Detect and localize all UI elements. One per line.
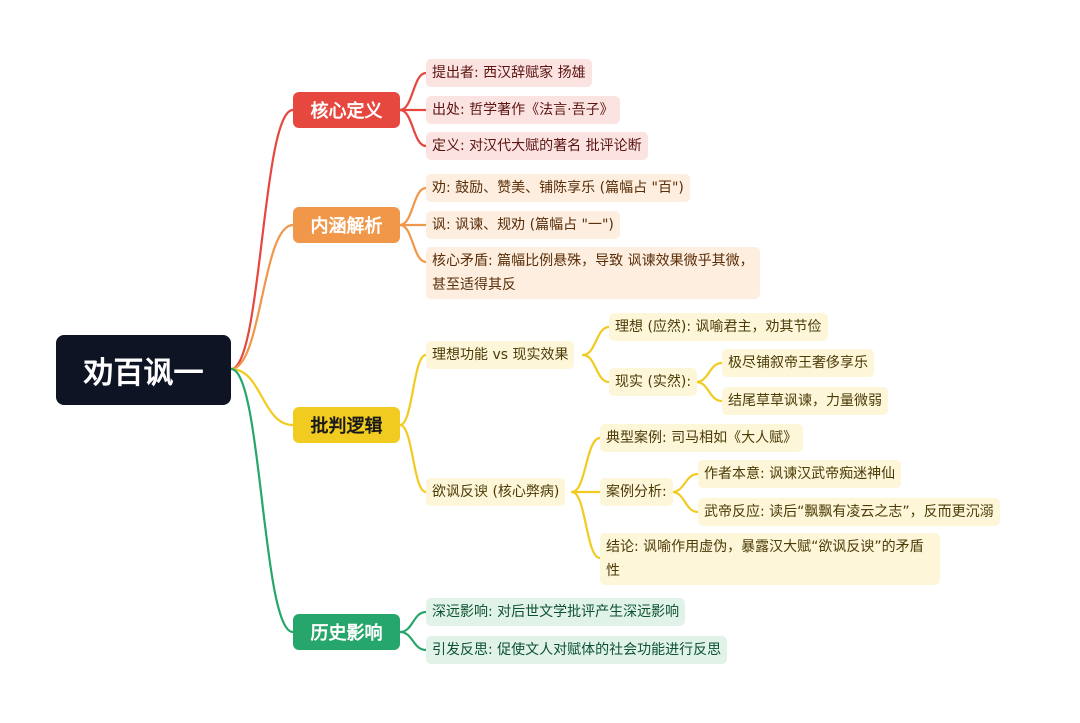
leaf-core-contradiction[interactable]: 核心矛盾: 篇幅比例悬殊，导致 讽谏效果微乎其微，甚至适得其反 [426, 247, 760, 299]
branch-meaning[interactable]: 内涵解析 [293, 207, 400, 243]
leaf-far-reaching-influence[interactable]: 深远影响: 对后世文学批评产生深远影响 [426, 598, 686, 626]
branch-critique[interactable]: 批判逻辑 [293, 407, 400, 443]
leaf-author-intent[interactable]: 作者本意: 讽谏汉武帝痴迷神仙 [698, 460, 902, 488]
leaf-definition[interactable]: 定义: 对汉代大赋的著名 批评论断 [426, 132, 648, 160]
leaf-ideal[interactable]: 理想 (应然): 讽喻君主，劝其节俭 [609, 313, 828, 341]
leaf-reality[interactable]: 现实 (实然): [609, 368, 698, 396]
leaf-counter-effect[interactable]: 欲讽反谀 (核心弊病) [426, 478, 566, 506]
leaf-ideal-vs-reality[interactable]: 理想功能 vs 现实效果 [426, 341, 575, 369]
root-node[interactable]: 劝百讽一 [56, 335, 231, 405]
leaf-source[interactable]: 出处: 哲学著作《法言·吾子》 [426, 96, 620, 124]
leaf-reflection[interactable]: 引发反思: 促使文人对赋体的社会功能进行反思 [426, 636, 728, 664]
leaf-case-analysis[interactable]: 案例分析: [600, 478, 673, 506]
leaf-reality-luxury[interactable]: 极尽铺叙帝王奢侈享乐 [722, 349, 874, 377]
leaf-conclusion[interactable]: 结论: 讽喻作用虚伪，暴露汉大赋“欲讽反谀”的矛盾性 [600, 533, 940, 585]
branch-core-definition[interactable]: 核心定义 [293, 92, 400, 128]
leaf-proposer[interactable]: 提出者: 西汉辞赋家 扬雄 [426, 59, 592, 87]
leaf-feng[interactable]: 讽: 讽谏、规劝 (篇幅占 "一") [426, 211, 620, 239]
branch-influence[interactable]: 历史影响 [293, 614, 400, 650]
leaf-typical-case[interactable]: 典型案例: 司马相如《大人赋》 [600, 424, 804, 452]
leaf-emperor-reaction[interactable]: 武帝反应: 读后“飘飘有凌云之志”，反而更沉溺 [698, 498, 1000, 526]
leaf-reality-weak[interactable]: 结尾草草讽谏，力量微弱 [722, 387, 888, 415]
leaf-quan[interactable]: 劝: 鼓励、赞美、铺陈享乐 (篇幅占 "百") [426, 174, 690, 202]
